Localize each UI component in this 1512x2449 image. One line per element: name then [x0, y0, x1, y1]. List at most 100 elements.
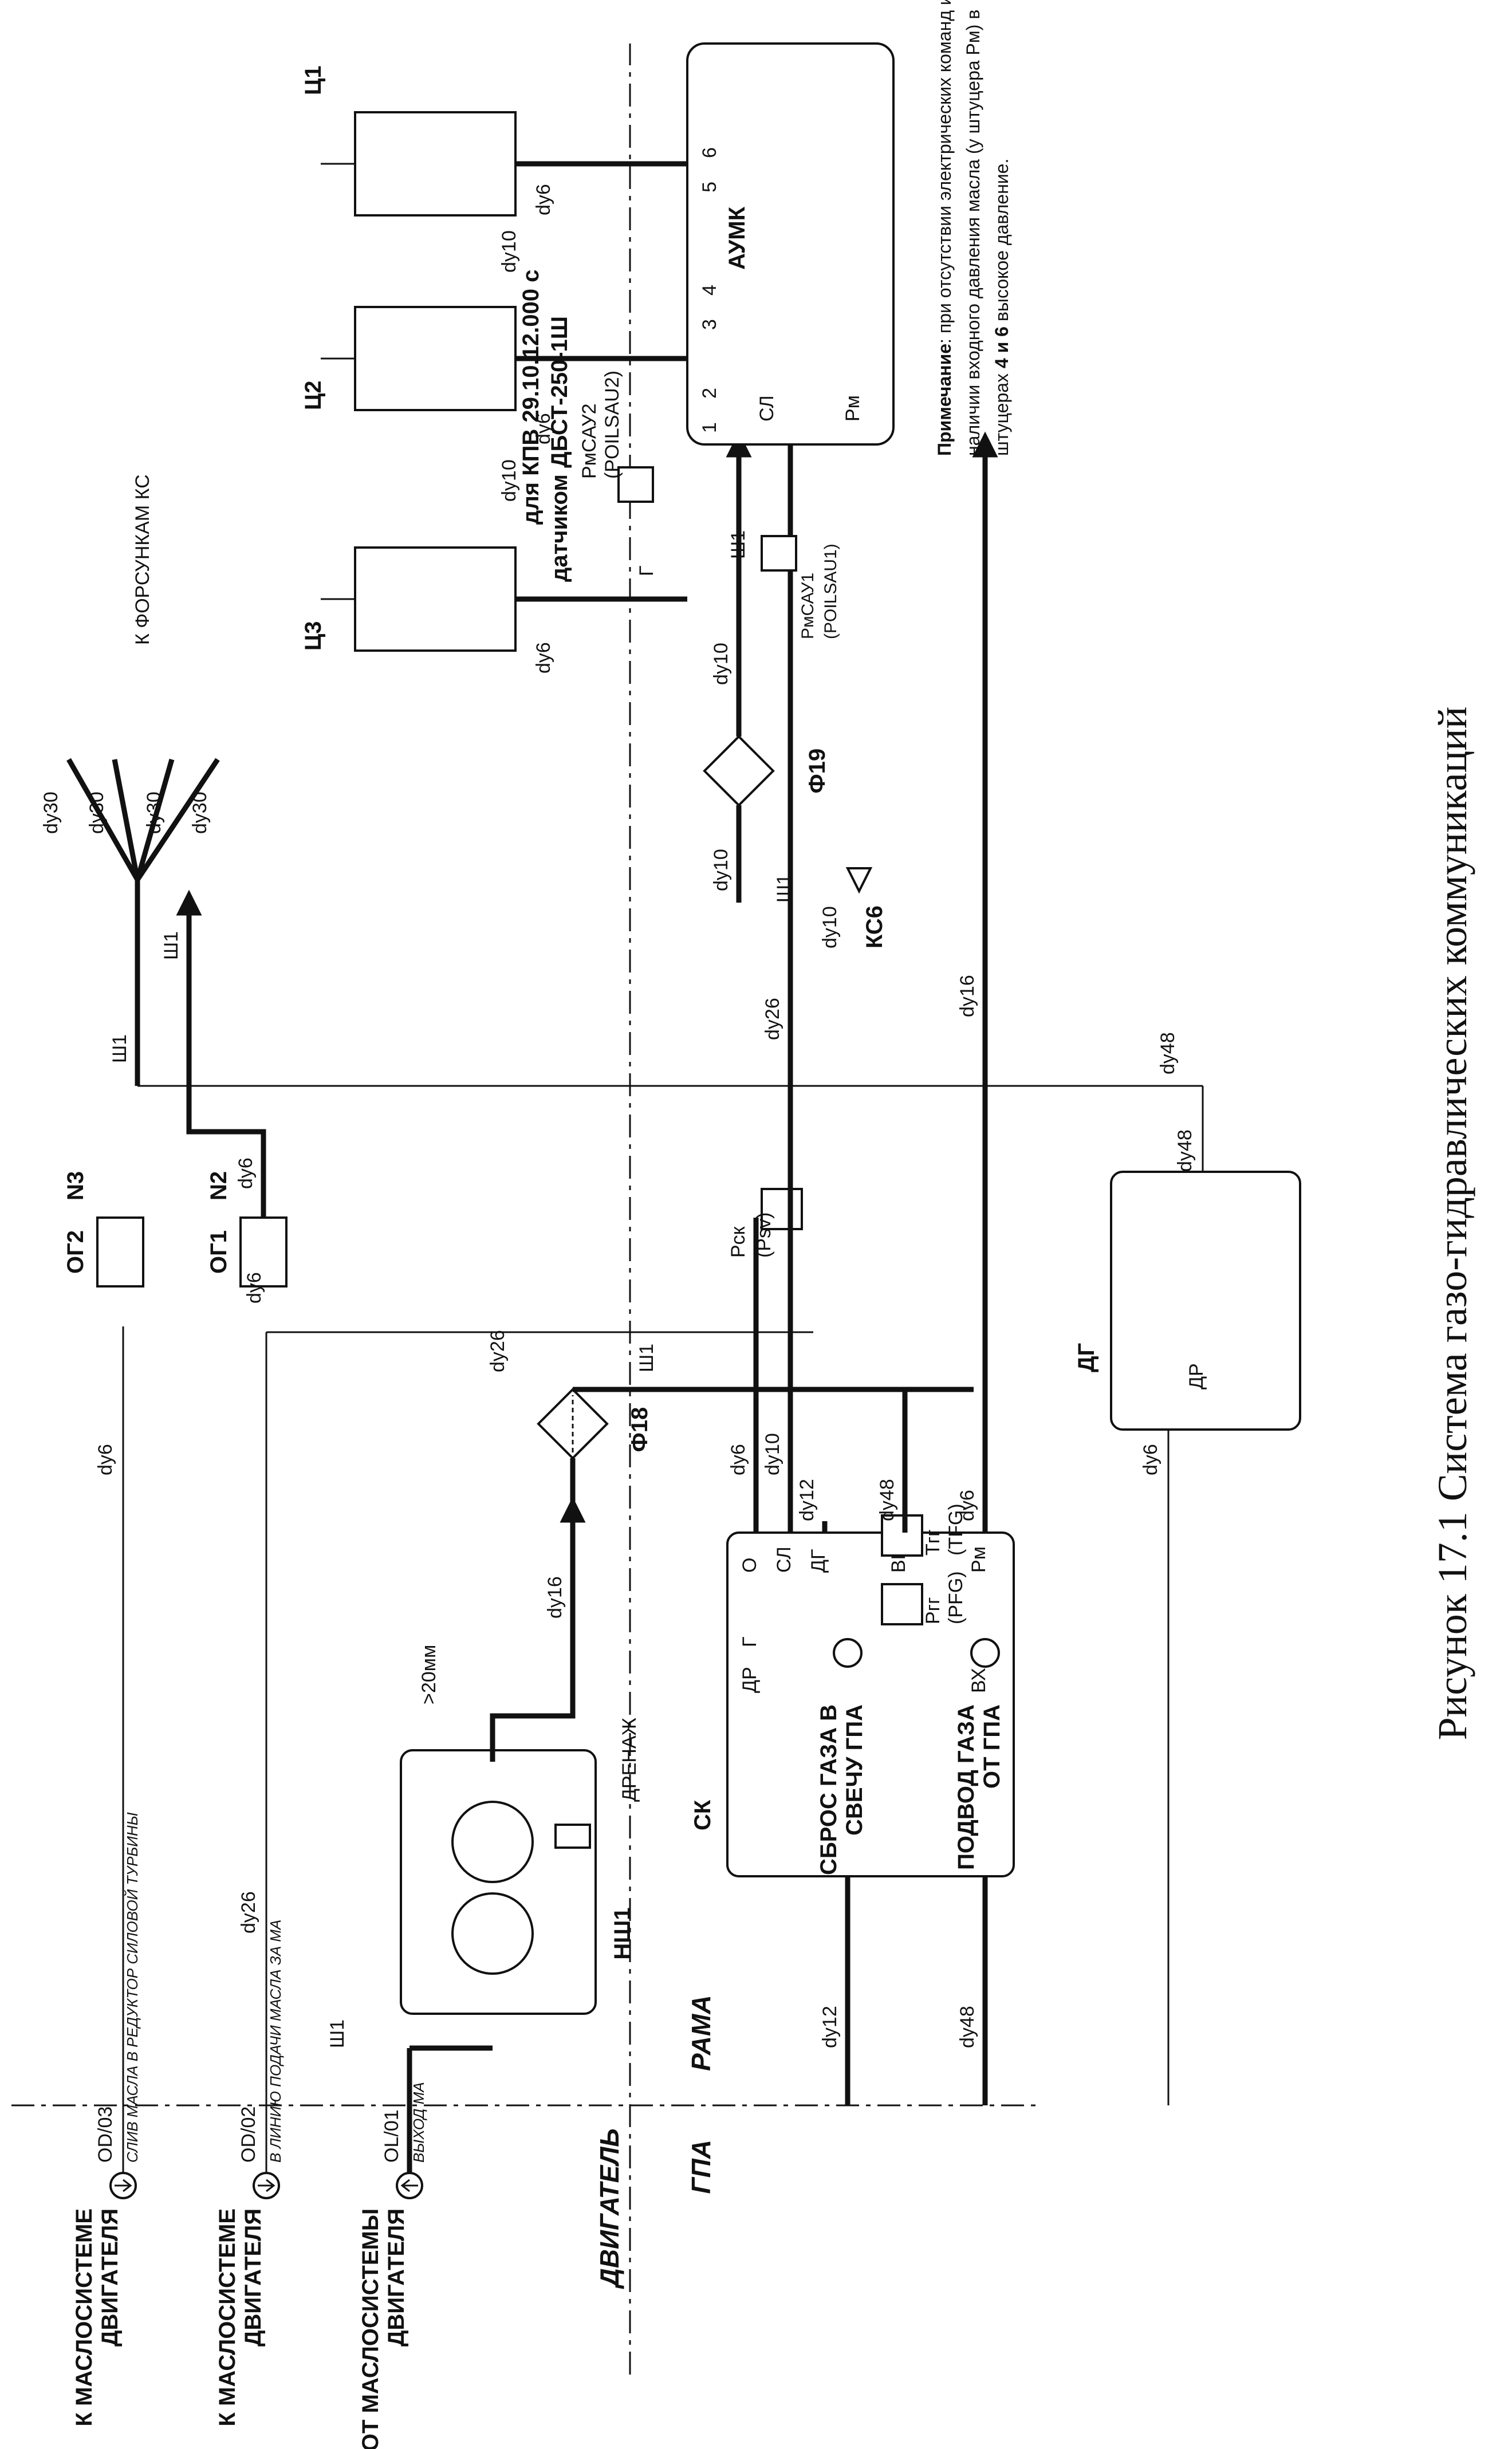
- gas-supply: ПОДВОД ГАЗА ОТ ГПА: [954, 1638, 1005, 1870]
- svg-text:dy6: dy6: [727, 1444, 749, 1475]
- sensor-pmsau1: РмСАУ1 (POILSAU1): [761, 535, 840, 639]
- svg-text:ДР: ДР: [739, 1667, 761, 1693]
- svg-text:4: 4: [699, 285, 720, 296]
- svg-text:dy26: dy26: [762, 998, 783, 1040]
- svg-text:OL/01: OL/01: [381, 2109, 403, 2163]
- svg-text:ДРЕНАЖ: ДРЕНАЖ: [619, 1718, 640, 1802]
- svg-text:Ц3: Ц3: [301, 621, 326, 651]
- svg-text:dy6: dy6: [243, 1272, 265, 1304]
- svg-text:СВЕЧУ ГПА: СВЕЧУ ГПА: [842, 1704, 867, 1836]
- svg-text:dy12: dy12: [819, 2006, 841, 2048]
- note-line-3: штуцерах 4 и 6 высокое давление.: [991, 159, 1012, 456]
- svg-text:АУМК: АУМК: [724, 206, 750, 270]
- down-arrow-icon: [258, 2179, 275, 2192]
- svg-text:dy6: dy6: [235, 1157, 257, 1189]
- svg-text:(TFG): (TFG): [945, 1503, 967, 1556]
- svg-text:СЛ: СЛ: [773, 1546, 795, 1573]
- gas-vent: СБРОС ГАЗА В СВЕЧУ ГПА: [816, 1638, 867, 1875]
- svg-text:НШ1: НШ1: [610, 1907, 635, 1959]
- cylinder-c2: Ц2: [301, 306, 517, 411]
- unit-aumk: АУМК СЛ Рм 1 2 3 4 5 6: [686, 42, 895, 446]
- valve-og2: ОГ2 N3: [63, 1171, 144, 1288]
- svg-text:(POILSAU2): (POILSAU2): [601, 371, 623, 479]
- filter-f19: Ф19: [703, 735, 830, 807]
- up-arrow-icon: [400, 2179, 418, 2192]
- svg-text:В ЛИНИЮ ПОДАЧИ МАСЛА ЗА МА: В ЛИНИЮ ПОДАЧИ МАСЛА ЗА МА: [267, 1920, 284, 2163]
- cylinder-c1: Ц1: [301, 66, 517, 216]
- svg-text:dy16: dy16: [956, 975, 978, 1017]
- svg-text:К МАСЛОСИСТЕМЕ: К МАСЛОСИСТЕМЕ: [72, 2208, 97, 2426]
- svg-text:ДГ: ДГ: [808, 1549, 829, 1573]
- pump-nsh1: НШ1 ДРЕНАЖ: [400, 1718, 640, 2015]
- svg-text:OD/03: OD/03: [94, 2107, 116, 2163]
- svg-text:dy30: dy30: [189, 792, 211, 834]
- svg-text:К ФОРСУНКАМ КС: К ФОРСУНКАМ КС: [132, 474, 153, 645]
- note-block: Примечание: при отсутствии электрических…: [934, 0, 1012, 456]
- svg-text:ВХ: ВХ: [968, 1668, 990, 1693]
- valve-og1: ОГ1 N2 dy6: [206, 1171, 288, 1304]
- svg-text:ОТ ГПА: ОТ ГПА: [979, 1704, 1005, 1789]
- svg-text:1: 1: [699, 422, 720, 433]
- svg-text:СБРОС ГАЗА В: СБРОС ГАЗА В: [816, 1704, 841, 1875]
- svg-text:СЛИВ МАСЛА В РЕДУКТОР СИЛОВОЙ: СЛИВ МАСЛА В РЕДУКТОР СИЛОВОЙ ТУРБИНЫ: [124, 1812, 141, 2163]
- svg-text:dy16: dy16: [544, 1576, 566, 1619]
- svg-text:Ф19: Ф19: [805, 749, 830, 794]
- svg-text:dy48: dy48: [1157, 1032, 1179, 1074]
- sensor-pmsau2: РмСАУ2 (POILSAU2): [578, 371, 654, 503]
- svg-text:ДВИГАТЕЛЯ: ДВИГАТЕЛЯ: [241, 2208, 266, 2346]
- valve-icon: [845, 867, 873, 894]
- svg-text:6: 6: [699, 147, 720, 158]
- svg-text:Ш1: Ш1: [326, 2019, 348, 2048]
- svg-text:dy6: dy6: [956, 1490, 978, 1521]
- relief-valve-icon: [554, 1824, 591, 1849]
- svg-text:Ф18: Ф18: [627, 1407, 652, 1452]
- svg-text:СЛ: СЛ: [756, 395, 778, 422]
- svg-text:dy10: dy10: [819, 906, 841, 948]
- svg-text:(PFG): (PFG): [945, 1571, 967, 1624]
- svg-text:dy6: dy6: [533, 642, 554, 674]
- svg-text:Ц1: Ц1: [301, 66, 326, 95]
- svg-text:N2: N2: [206, 1171, 231, 1200]
- svg-text:OD/02: OD/02: [238, 2107, 259, 2163]
- svg-text:dy10: dy10: [498, 459, 520, 502]
- svg-text:dy6: dy6: [533, 413, 554, 444]
- svg-text:ОГ2: ОГ2: [63, 1230, 88, 1274]
- injector-manifold: dy30 dy30 dy30 dy30 К ФОРСУНКАМ КС Ш1: [40, 474, 220, 1086]
- svg-text:dy26: dy26: [238, 1891, 259, 1934]
- svg-text:К МАСЛОСИСТЕМЕ: К МАСЛОСИСТЕМЕ: [215, 2208, 240, 2426]
- svg-text:ВЫХОД МА: ВЫХОД МА: [410, 2082, 427, 2163]
- vent-arrow-icon: [833, 1638, 863, 1668]
- note-line-1: Примечание: при отсутствии электрических…: [934, 0, 955, 456]
- zone-gpa-label: ГПА: [686, 2140, 716, 2194]
- svg-text:dy10: dy10: [498, 230, 520, 273]
- svg-text:N3: N3: [63, 1171, 88, 1200]
- supply-arrow-icon: [970, 1638, 1000, 1668]
- svg-text:dy6: dy6: [1140, 1444, 1161, 1475]
- svg-text:О: О: [739, 1558, 761, 1573]
- cylinder-c3: Ц3: [301, 546, 517, 652]
- svg-text:Ш1: Ш1: [636, 1344, 657, 1372]
- svg-text:dy30: dy30: [143, 792, 165, 834]
- svg-text:dy48: dy48: [956, 2006, 978, 2048]
- svg-text:Рм: Рм: [842, 395, 864, 422]
- svg-text:dy30: dy30: [86, 792, 108, 834]
- svg-text:(POILSAU1): (POILSAU1): [821, 544, 840, 639]
- gear-icon: [451, 1801, 534, 1883]
- svg-text:Рм: Рм: [968, 1546, 990, 1573]
- svg-text:ДВИГАТЕЛЯ: ДВИГАТЕЛЯ: [97, 2208, 123, 2346]
- svg-text:КС6: КС6: [862, 905, 887, 948]
- svg-text:ДВИГАТЕЛЯ: ДВИГАТЕЛЯ: [384, 2208, 409, 2346]
- svg-text:ПОДВОД ГАЗА: ПОДВОД ГАЗА: [954, 1704, 979, 1870]
- svg-text:dy48: dy48: [1174, 1129, 1196, 1172]
- unit-dg: ДГ ДР: [1074, 1171, 1301, 1431]
- svg-text:Г: Г: [739, 1637, 761, 1647]
- svg-text:dy30: dy30: [40, 792, 62, 834]
- svg-text:3: 3: [699, 319, 720, 330]
- svg-text:ОГ1: ОГ1: [206, 1230, 231, 1274]
- svg-text:Ш1: Ш1: [160, 931, 182, 960]
- zone-engine-label: ДВИГАТЕЛЬ: [594, 2128, 624, 2290]
- port-ol01: ОТ МАСЛОСИСТЕМЫ ДВИГАТЕЛЯ OL/01 ВЫХОД МА: [358, 2082, 427, 2449]
